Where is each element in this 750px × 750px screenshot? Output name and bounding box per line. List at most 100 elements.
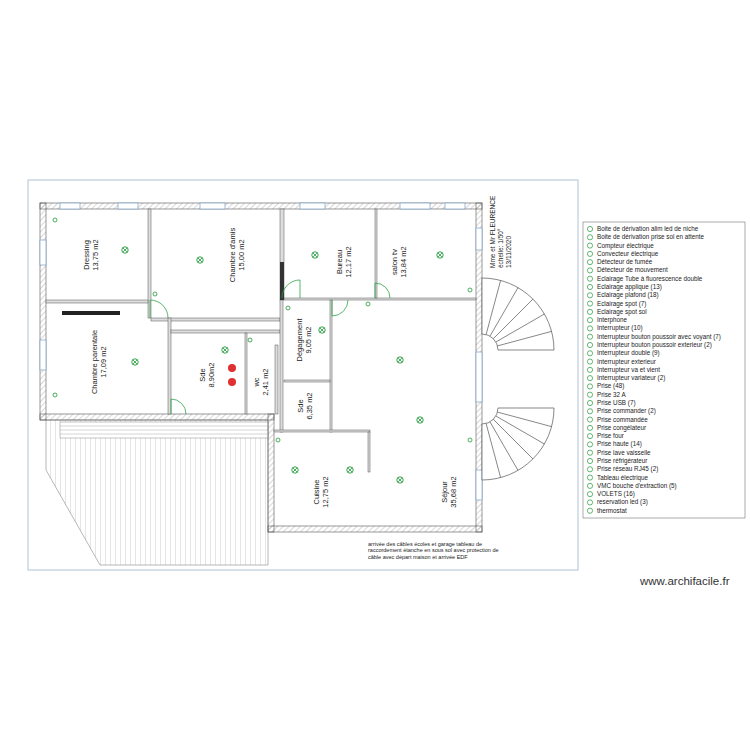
wall (274, 430, 370, 432)
legend-symbol (587, 276, 592, 281)
legend-sample (587, 508, 592, 513)
switch (468, 438, 472, 442)
window (476, 228, 482, 250)
room-label: wc2,41 m2 (253, 368, 270, 395)
legend-symbol (587, 334, 592, 339)
legend-symbol (587, 475, 592, 480)
room-label: Séjour35,68 m2 (441, 476, 458, 507)
room-area: Séjour35,68 m2 (370, 300, 476, 526)
room-surface: 13,84 m2 (400, 246, 409, 277)
legend-text: Interrupteur bouton poussoir avec voyant… (597, 333, 721, 341)
room-name: Dégagement (296, 319, 305, 362)
wall (368, 432, 370, 472)
stair-steps (486, 412, 551, 477)
legend-text: Boite de dérivation alim led de niche (597, 225, 698, 233)
legend-symbol (587, 409, 592, 414)
room-name: Dressing (83, 239, 92, 270)
room-name: Sde (297, 392, 306, 419)
legend-text: Prise lave vaisselle (597, 449, 651, 457)
windows (40, 203, 482, 500)
legend-symbol (587, 458, 592, 463)
lamp (197, 257, 203, 263)
legend-symbol (587, 243, 592, 248)
sheet-frame (28, 180, 578, 570)
legend-text: VOLETS (16) (597, 490, 635, 498)
legend-text: VMC bouche d'extraction (5) (597, 482, 677, 490)
legend-sample (587, 417, 592, 422)
wall (476, 203, 482, 532)
fan-stair (482, 408, 554, 480)
legend-sample (587, 425, 592, 430)
legend-sample (587, 226, 592, 231)
legend-text: Prise haute (14) (597, 440, 642, 448)
legend-sample (587, 293, 592, 298)
legend-text: Convecteur électrique (597, 250, 658, 258)
legend-sample (587, 450, 592, 455)
door-swing (375, 283, 390, 298)
legend-symbol (587, 351, 592, 356)
legend-text: Prise réfrigérateur (597, 457, 647, 465)
wall (245, 333, 247, 414)
legend-symbol (587, 400, 592, 405)
legend-text: Prise 32 A (597, 391, 626, 399)
switch (276, 438, 280, 442)
legend-sample (587, 260, 592, 265)
electrical-symbols (53, 218, 472, 483)
wall (330, 300, 332, 432)
legend-symbol (587, 442, 592, 447)
legend-symbol (587, 309, 592, 314)
legend-text: Prise congélateur (597, 424, 646, 432)
wall (171, 330, 280, 333)
legend-sample (587, 458, 592, 463)
room-label: salon tv13,84 m2 (391, 246, 408, 277)
legend-text: Eclairage plafond (18) (597, 291, 659, 299)
room-label: Dressing13,75 m2 (83, 239, 100, 270)
legend-text: thermostat (597, 507, 627, 515)
legend-sample (587, 475, 592, 480)
date: 13/11/2020 (505, 236, 512, 268)
room-label: Chambre d'amis15,00 m2 (229, 228, 246, 282)
lamp (132, 359, 138, 365)
legend-symbol (587, 318, 592, 323)
room-area: Bureau12,17 m2 (284, 209, 375, 298)
room-label: Sde6,35 m2 (297, 392, 314, 419)
cable-note: arrivée des câbles écoles et garage tabl… (368, 541, 508, 560)
room-surface: 13,75 m2 (92, 239, 101, 270)
room-surface: 9,05 m2 (305, 319, 314, 362)
legend-text: Eclairage spot sol (597, 308, 647, 316)
window (476, 470, 482, 500)
window (476, 352, 482, 402)
legend-text: Eclairage Tube à fluorescence double (597, 275, 702, 283)
legend-symbol (587, 392, 592, 397)
legend-sample (587, 334, 592, 339)
lamp (292, 467, 298, 473)
wall (268, 414, 274, 532)
room-label: Chambre parentale17,09 m2 (91, 330, 108, 394)
legend-text: Interrupteur (10) (597, 324, 643, 332)
closet-bar (62, 311, 120, 315)
legend-text: Boite de dérivation prise sol en attente (597, 233, 704, 241)
room-surface: 12,17 m2 (345, 246, 354, 277)
wall (40, 203, 482, 209)
legend-symbol (587, 376, 592, 381)
room-area: Chambre d'amis15,00 m2 (151, 209, 280, 318)
lamp (417, 417, 423, 423)
wall (168, 318, 171, 414)
legend-sample (587, 492, 592, 497)
lamp (397, 477, 403, 483)
legend-text: Interrupteur bouton poussoir exterieur (… (597, 341, 712, 349)
step-lines (60, 426, 268, 434)
legend-sample (587, 367, 592, 372)
legend-sample (587, 434, 592, 439)
switch (53, 393, 57, 397)
legend-symbol (587, 417, 592, 422)
legend-sample (587, 359, 592, 364)
legend-sample (587, 442, 592, 447)
lamp (347, 467, 353, 473)
wall (284, 380, 330, 382)
watermark: www.archifacile.fr (640, 575, 729, 588)
room-area: Dégagement9,05 m2 (284, 300, 330, 380)
legend-box (583, 222, 745, 518)
window (200, 203, 225, 209)
window (445, 203, 465, 209)
